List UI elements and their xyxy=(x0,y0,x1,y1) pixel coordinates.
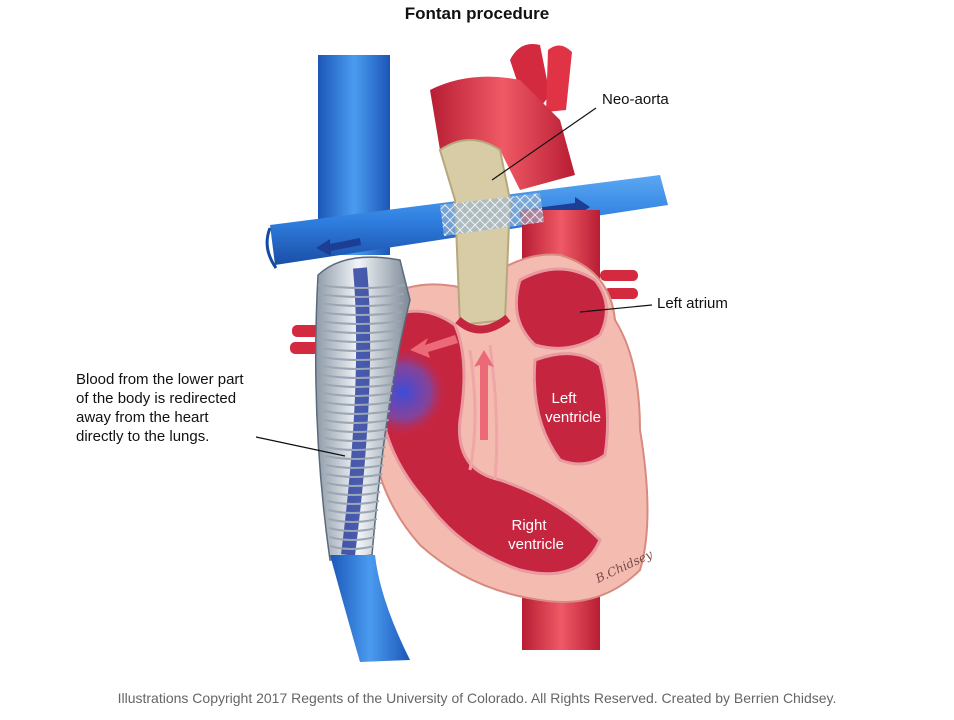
conduit-rib xyxy=(329,545,374,550)
conduit-rib xyxy=(326,482,382,487)
conduit-rib xyxy=(327,500,380,505)
conduit-rib xyxy=(324,428,388,433)
label-right-ventricle: Right ventricle xyxy=(494,516,578,554)
label-blood-line3: away from the heart xyxy=(76,409,209,426)
conduit-rib xyxy=(324,437,387,442)
label-right-ventricle-line1: Right xyxy=(511,517,547,534)
neo-aorta-graft xyxy=(438,139,512,334)
aortic-arch-vessels xyxy=(430,44,575,190)
conduit-rib xyxy=(327,509,379,514)
label-left-ventricle-line2: ventricle xyxy=(545,409,601,426)
inferior-vena-cava xyxy=(330,555,410,662)
conduit-rib xyxy=(320,338,399,343)
label-left-ventricle-line1: Left xyxy=(551,390,577,407)
label-blood-line2: of the body is redirected xyxy=(76,390,237,407)
conduit-ribs xyxy=(317,284,406,550)
label-neo-aorta: Neo-aorta xyxy=(602,91,669,108)
conduit-rib xyxy=(328,518,378,523)
conduit-rib xyxy=(321,356,397,361)
conduit-rib xyxy=(322,383,394,388)
conduit-rib xyxy=(323,401,392,406)
label-blood-line4: directly to the lungs. xyxy=(76,428,210,445)
conduit-rib xyxy=(322,392,393,397)
left-atrium-chamber xyxy=(514,267,608,350)
conduit-rib xyxy=(327,491,381,496)
copyright-notice: Illustrations Copyright 2017 Regents of … xyxy=(117,690,837,706)
conduit-rib xyxy=(325,446,386,451)
conduit-rib xyxy=(318,293,405,298)
conduit-rib xyxy=(323,410,391,415)
conduit-rib xyxy=(325,464,384,469)
conduit-rib xyxy=(323,419,390,424)
conduit-rib xyxy=(326,473,383,478)
conduit-rib xyxy=(325,455,385,460)
conduit-rib xyxy=(318,302,403,307)
conduit-rib xyxy=(321,374,395,379)
page-title: Fontan procedure xyxy=(404,4,550,23)
septum-lines xyxy=(468,344,499,481)
conduit-rib xyxy=(329,536,376,541)
label-left-atrium: Left atrium xyxy=(657,295,728,312)
label-right-ventricle-line2: ventricle xyxy=(508,536,564,553)
flow-arrow-heart xyxy=(410,335,494,440)
pulmonary-stent xyxy=(440,193,544,236)
label-blood-redirected: Blood from the lower part of the body is… xyxy=(76,370,244,446)
conduit-rib xyxy=(317,284,406,289)
left-ventricle-chamber xyxy=(532,352,610,466)
conduit-rib xyxy=(328,527,377,532)
conduit-rib xyxy=(319,320,401,325)
label-blood-line1: Blood from the lower part xyxy=(76,371,244,388)
conduit-rib xyxy=(319,311,402,316)
conduit-rib xyxy=(320,347,398,352)
leader-lines xyxy=(255,107,653,457)
label-left-ventricle: Left ventricle xyxy=(533,389,613,427)
conduit-rib xyxy=(321,365,396,370)
conduit-rib xyxy=(319,329,400,334)
